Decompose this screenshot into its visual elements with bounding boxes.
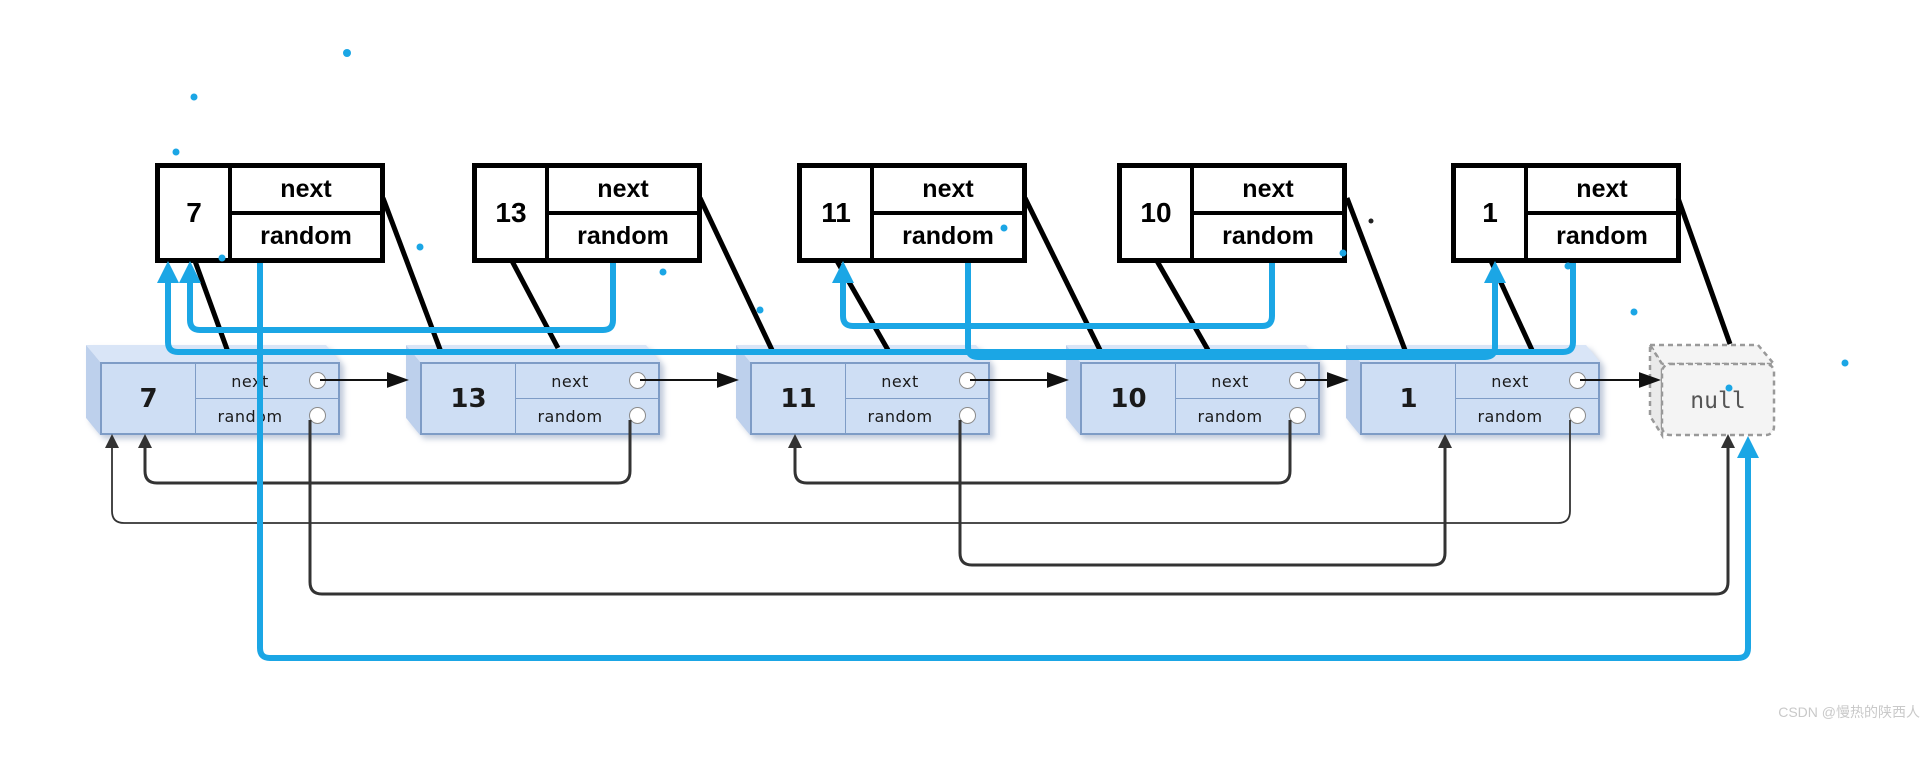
copy-node-13: 13 next random	[472, 163, 702, 263]
next-pointer-circle	[629, 372, 646, 389]
box-left-face	[86, 345, 100, 435]
copy-node-10: 10 next random	[1117, 163, 1347, 263]
orig-next-field: next	[846, 364, 988, 398]
random-11-to-1	[958, 420, 1447, 567]
copy-link-11	[834, 259, 891, 352]
copy-next-7	[380, 197, 444, 353]
copy-node-value: 1	[1456, 168, 1528, 258]
copy-next-field: next	[280, 175, 332, 203]
orig-node-value: 13	[422, 364, 516, 433]
copy-random-13-to-7	[187, 263, 616, 333]
orig-random-field: random	[846, 398, 988, 433]
copy-next-field: next	[1242, 175, 1294, 203]
orig-node-value: 11	[752, 364, 846, 433]
orig-random-field: random	[1456, 398, 1598, 433]
watermark: CSDN @慢热的陕西人	[1778, 704, 1920, 720]
copy-random-field: random	[549, 211, 697, 258]
null-node-box	[1647, 340, 1777, 440]
random-pointer-curves	[111, 420, 1730, 596]
orig-next-field: next	[1176, 364, 1318, 398]
copy-next-13	[697, 196, 775, 352]
copy-random-field: random	[1194, 211, 1342, 258]
orig-node-value: 10	[1082, 364, 1176, 433]
copy-next-11	[1022, 196, 1103, 352]
box-top-face	[1066, 345, 1320, 362]
box-top-face	[86, 345, 340, 362]
random-pointer-circle	[309, 407, 326, 424]
copy-link-13	[509, 259, 561, 350]
next-pointer-circle	[309, 372, 326, 389]
copy-next-field: next	[922, 175, 974, 203]
next-pointer-circle	[1569, 372, 1586, 389]
orig-random-field: random	[1176, 398, 1318, 433]
copy-random-7-to-null	[257, 263, 1751, 661]
copy-next-10	[1344, 197, 1408, 351]
copy-node-value: 10	[1122, 168, 1194, 258]
orig-next-field: next	[196, 364, 338, 398]
random-pointer-circle	[1289, 407, 1306, 424]
copy-node-value: 7	[160, 168, 232, 258]
copy-random-11-to-1	[965, 263, 1498, 360]
copy-node-value: 11	[802, 168, 874, 258]
box-top-face	[1346, 345, 1600, 362]
copy-node-1: 1 next random	[1451, 163, 1681, 263]
orig-next-field: next	[516, 364, 658, 398]
orig-node-value: 7	[102, 364, 196, 433]
copy-link-1	[1488, 259, 1535, 352]
copy-next-field: next	[1576, 175, 1628, 203]
copy-random-field: random	[1528, 211, 1676, 258]
copy-node-value: 13	[477, 168, 549, 258]
orig-random-field: random	[516, 398, 658, 433]
random-1-to-7	[111, 420, 1571, 524]
orig-next-field: next	[1456, 364, 1598, 398]
box-top-face	[736, 345, 990, 362]
next-pointer-circle	[1289, 372, 1306, 389]
next-pointer-circle	[959, 372, 976, 389]
copy-node-7: 7 next random	[155, 163, 385, 263]
copy-node-11: 11 next random	[797, 163, 1027, 263]
orig-random-field: random	[196, 398, 338, 433]
null-node-label: null	[1690, 388, 1746, 414]
copy-link-10	[1154, 259, 1211, 352]
random-pointer-circle	[959, 407, 976, 424]
copy-random-field: random	[874, 211, 1022, 258]
copy-random-pointer-lines	[165, 263, 1751, 661]
copy-next-field: next	[597, 175, 649, 203]
copy-random-field: random	[232, 211, 380, 258]
random-7-to-null	[308, 420, 1730, 596]
orig-node-value: 1	[1362, 364, 1456, 433]
copy-next-1	[1675, 197, 1733, 345]
box-top-face	[406, 345, 660, 362]
copy-link-7	[192, 260, 231, 353]
copy-random-10-to-11	[840, 263, 1275, 329]
copy-random-1-to-7	[165, 263, 1576, 355]
random-pointer-circle	[629, 407, 646, 424]
stray-dark-dot	[1368, 218, 1374, 224]
copy-link-lines	[192, 259, 1535, 353]
random-pointer-arrowheads	[105, 434, 1735, 448]
random-pointer-circle	[1569, 407, 1586, 424]
